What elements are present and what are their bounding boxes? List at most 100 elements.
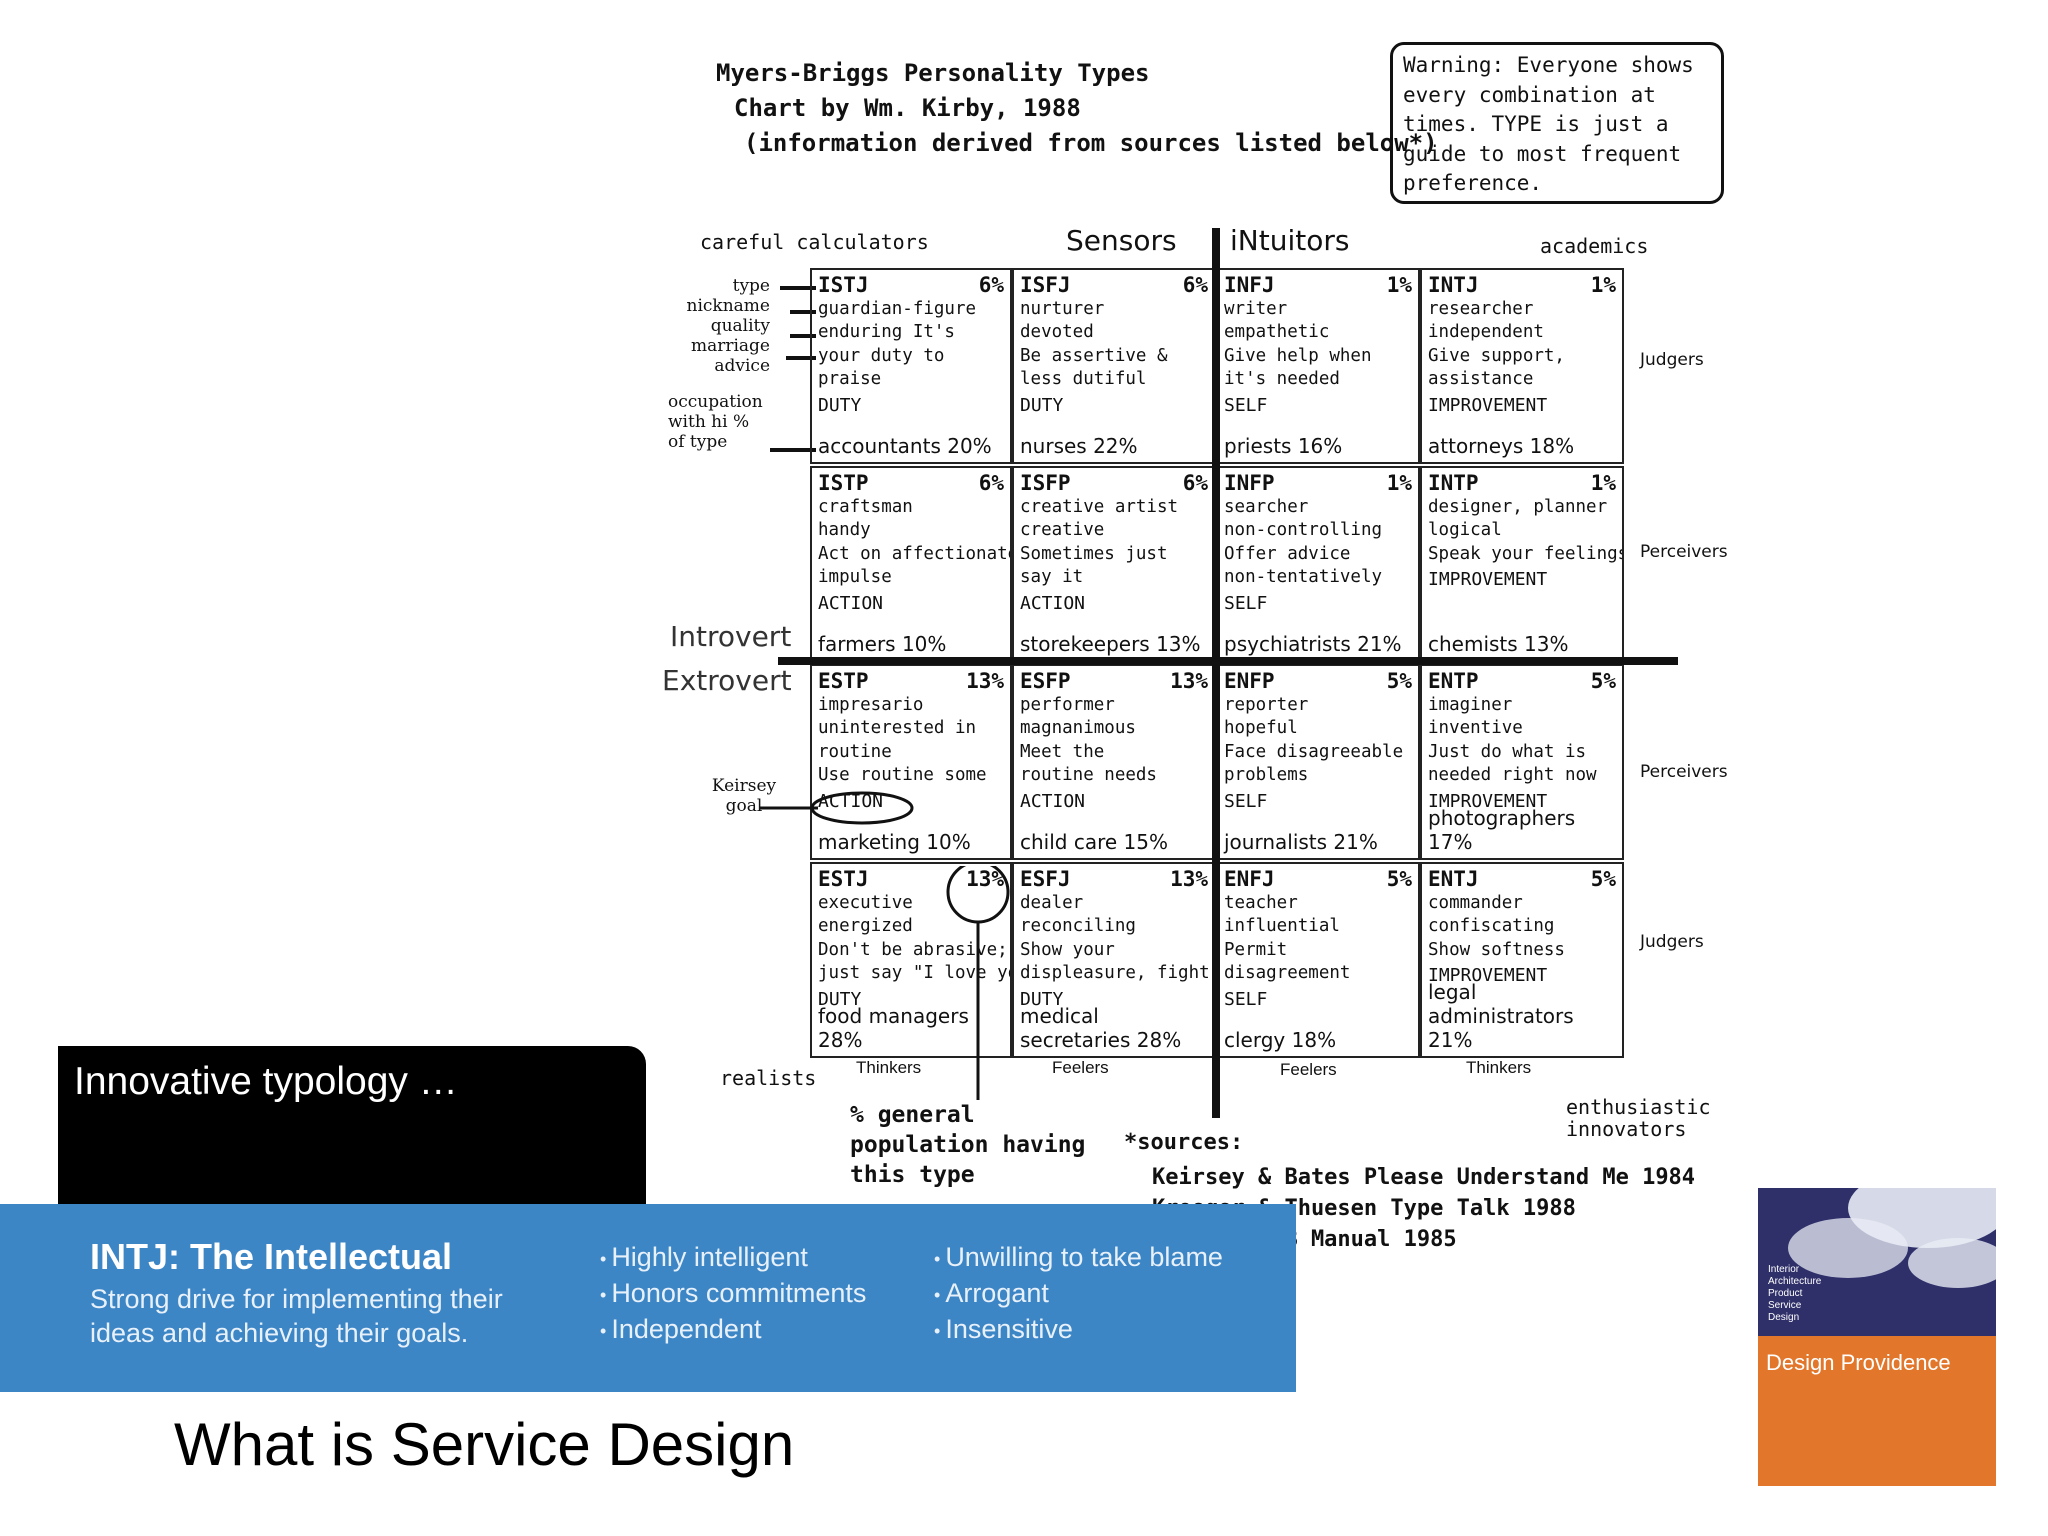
type-percent: 1% bbox=[1590, 471, 1616, 495]
occupation: chemists 13% bbox=[1428, 632, 1569, 656]
keirsey-goal: IMPROVEMENT bbox=[1428, 569, 1548, 590]
type-description-line: energized bbox=[818, 916, 913, 936]
occupation: priests 16% bbox=[1224, 434, 1343, 458]
strength-item: Honors commitments bbox=[600, 1276, 866, 1312]
type-description-line: Act on affectionate bbox=[818, 543, 1012, 564]
extrovert-label: Extrovert bbox=[662, 664, 792, 697]
type-description-line: Be assertive & bbox=[1020, 345, 1168, 366]
keirsey-goal: DUTY bbox=[818, 394, 862, 416]
type-percent: 13% bbox=[1170, 669, 1208, 693]
sensing-intuition-divider bbox=[1212, 228, 1220, 1118]
keirsey-goal: SELF bbox=[1224, 790, 1268, 812]
type-percent: 13% bbox=[966, 669, 1004, 693]
type-description-line: Face disagreeable bbox=[1224, 741, 1404, 762]
type-description-line: Use routine some bbox=[818, 765, 987, 785]
book-cover-image: Interior Architecture Product Service De… bbox=[1758, 1188, 1996, 1336]
type-description-line: confiscating bbox=[1428, 916, 1555, 936]
legend-marriage: marriage bbox=[690, 336, 770, 356]
type-description-line: commander bbox=[1428, 892, 1523, 913]
judgers-label: Judgers bbox=[1640, 932, 1704, 952]
innovators-text: innovators bbox=[1566, 1117, 1687, 1141]
pct-note-line: % general bbox=[850, 1102, 975, 1128]
type-description-line: less dutiful bbox=[1020, 369, 1147, 389]
chart-title-line: Myers-Briggs Personality Types bbox=[716, 59, 1150, 87]
type-description-line: empathetic bbox=[1224, 322, 1330, 342]
keirsey-goal: IMPROVEMENT bbox=[1428, 790, 1548, 812]
type-description-line: Meet the bbox=[1020, 741, 1105, 762]
type-description-line: assistance bbox=[1428, 369, 1534, 389]
legend-occupation: occupation with hi % of type bbox=[668, 392, 790, 452]
intj-title: INTJ: The Intellectual bbox=[90, 1236, 453, 1277]
enthusiastic-innovators-label: enthusiastic innovators bbox=[1566, 1096, 1711, 1140]
legend-occupation-line: with hi % bbox=[668, 412, 750, 432]
type-code: ISTJ bbox=[818, 273, 869, 297]
panel-heading: Innovative typology … bbox=[74, 1060, 458, 1103]
type-percent: 5% bbox=[1386, 867, 1412, 891]
type-description-line: magnanimous bbox=[1020, 718, 1136, 738]
legend-occupation-line: of type bbox=[668, 432, 728, 452]
strengths-list: Highly intelligent Honors commitments In… bbox=[600, 1240, 866, 1348]
keirsey-goal: ACTION bbox=[818, 592, 884, 614]
type-description-line: problems bbox=[1224, 765, 1309, 785]
type-code: ENTJ bbox=[1428, 867, 1479, 891]
occupation: psychiatrists 21% bbox=[1224, 632, 1402, 656]
population-percent-note: % general population having this type bbox=[850, 1100, 1085, 1190]
legend-occupation-line: occupation bbox=[668, 392, 763, 412]
careful-calculators-label: careful calculators bbox=[700, 230, 929, 254]
occupation: storekeepers 13% bbox=[1020, 632, 1201, 656]
type-percent: 1% bbox=[1386, 273, 1412, 297]
type-code: ENTP bbox=[1428, 669, 1479, 693]
type-code: ENFJ bbox=[1224, 867, 1275, 891]
type-description-line: impulse bbox=[818, 567, 892, 587]
type-percent: 5% bbox=[1386, 669, 1412, 693]
weakness-item: Arrogant bbox=[934, 1276, 1223, 1312]
keirsey-goal-legend: Keirsey goal bbox=[700, 776, 788, 816]
legend-quality: quality bbox=[710, 316, 770, 336]
strength-item: Highly intelligent bbox=[600, 1240, 866, 1276]
type-description-line: reporter bbox=[1224, 694, 1309, 715]
academics-label: academics bbox=[1540, 234, 1649, 258]
intj-subtitle: Strong drive for implementing their idea… bbox=[90, 1284, 503, 1348]
keirsey-goal: IMPROVEMENT bbox=[1428, 965, 1548, 986]
type-description-line: praise bbox=[818, 369, 882, 389]
pct-note-line: this type bbox=[850, 1162, 975, 1188]
type-percent: 1% bbox=[1386, 471, 1412, 495]
type-description-line: uninterested in bbox=[818, 718, 977, 738]
type-description-line: dealer bbox=[1020, 892, 1084, 913]
type-description-line: handy bbox=[818, 520, 871, 540]
type-description-line: non-controlling bbox=[1224, 520, 1383, 540]
type-description-line: Give support, bbox=[1428, 345, 1565, 366]
type-code: ESFP bbox=[1020, 669, 1071, 693]
occupation: nurses 22% bbox=[1020, 434, 1138, 458]
legend-type: type bbox=[732, 276, 770, 296]
type-description-line: Speak your feelings bbox=[1428, 543, 1624, 564]
innovative-typology-panel: Innovative typology … bbox=[58, 1046, 646, 1206]
keirsey-goal: DUTY bbox=[1020, 988, 1064, 1010]
keirsey-goal: SELF bbox=[1224, 394, 1268, 416]
perceivers-label: Perceivers bbox=[1640, 542, 1728, 562]
chart-title: Myers-Briggs Personality Types Chart by … bbox=[716, 56, 1438, 161]
warning-note: Warning: Everyone shows every combinatio… bbox=[1390, 42, 1724, 204]
occupation: child care 15% bbox=[1020, 830, 1168, 854]
type-description-line: researcher bbox=[1428, 298, 1534, 319]
occupation: clergy 18% bbox=[1224, 1028, 1337, 1052]
book-small-line: Interior bbox=[1768, 1264, 1800, 1275]
feelers-label: Feelers bbox=[1280, 1060, 1337, 1079]
type-description-line: nurturer bbox=[1020, 298, 1105, 319]
type-description-line: it's needed bbox=[1224, 369, 1340, 389]
enthusiastic-text: enthusiastic bbox=[1566, 1095, 1711, 1119]
keirsey-goal: DUTY bbox=[818, 988, 862, 1010]
goal-pointer bbox=[760, 791, 914, 825]
